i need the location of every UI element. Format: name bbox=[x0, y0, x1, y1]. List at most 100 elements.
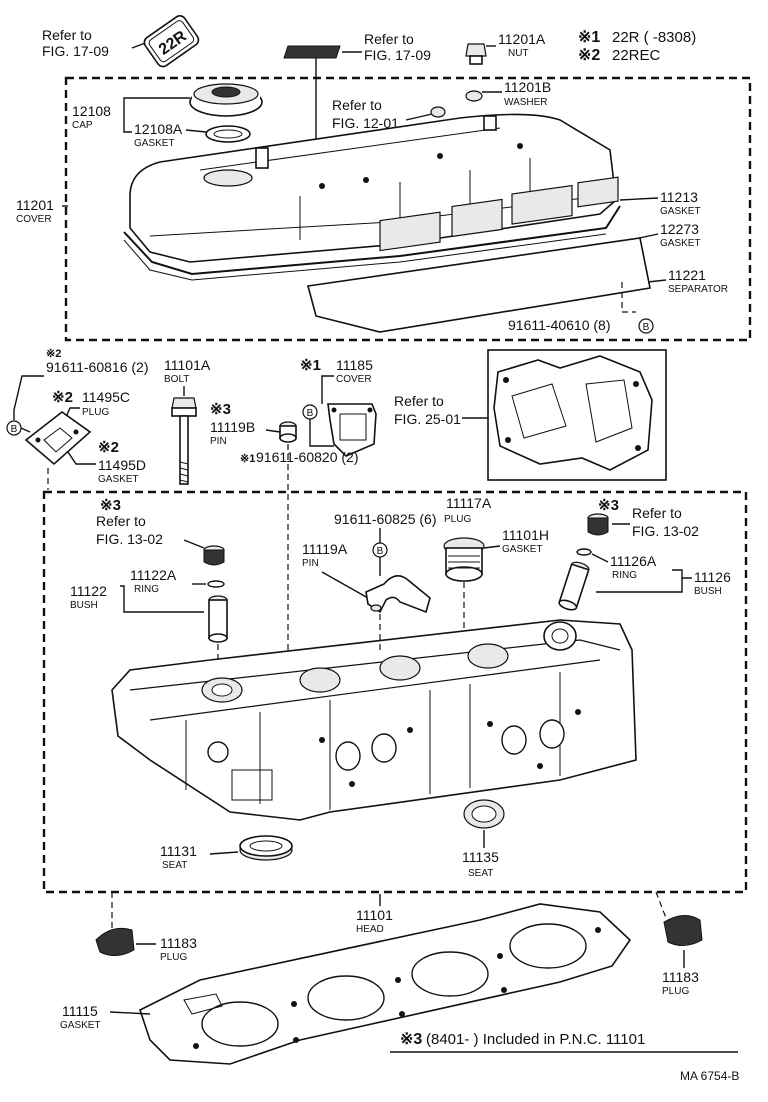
part-11126A-no: 11126A bbox=[610, 553, 657, 569]
emblem-badge: 22R bbox=[143, 15, 200, 68]
ref-13-02-b: Refer to bbox=[632, 505, 682, 521]
part-91611-40610-mark: B bbox=[643, 322, 650, 333]
part-11115-name: GASKET bbox=[60, 1020, 101, 1031]
legend-note1-text: 22R ( -8308) bbox=[612, 29, 696, 46]
part-11221-no: 11221 bbox=[668, 267, 706, 283]
oil-filler-cap bbox=[189, 83, 263, 143]
head-gasket bbox=[139, 903, 632, 1065]
part-11201B-no: 11201B bbox=[504, 79, 551, 95]
ref-25-01-fig: FIG. 25-01 bbox=[394, 411, 461, 427]
cam-bearing-cap bbox=[365, 575, 431, 614]
part-11122A-no: 11122A bbox=[130, 567, 177, 583]
part-11122-name: BUSH bbox=[70, 600, 98, 611]
part-11101A-no: 11101A bbox=[164, 357, 211, 373]
part-11221-name: SEPARATOR bbox=[668, 284, 728, 295]
cover-group-box bbox=[64, 76, 752, 342]
ref-12-01: Refer to bbox=[332, 97, 382, 113]
part-11495D-name: GASKET bbox=[98, 474, 139, 485]
part-11101-no: 11101 bbox=[356, 907, 393, 923]
valve-guide-bush-left bbox=[208, 595, 228, 643]
part-11495D-mark: ※2 bbox=[98, 439, 119, 456]
part-11185-name: COVER bbox=[336, 374, 372, 385]
part-12108-name: CAP bbox=[72, 120, 93, 131]
part-11119B-no: 11119B bbox=[210, 419, 255, 435]
mark-3-a: ※3 bbox=[100, 497, 121, 514]
part-11183L-name: PLUG bbox=[160, 952, 187, 963]
part-11122A-name: RING bbox=[134, 584, 159, 595]
part-12108A-name: GASKET bbox=[134, 138, 175, 149]
part-12108-no: 12108 bbox=[72, 103, 111, 119]
cover-gasket-outline bbox=[123, 205, 621, 276]
part-11117A-name: PLUG bbox=[444, 514, 471, 525]
legend-note3-mark: ※3 bbox=[400, 1031, 422, 1048]
legend-note2-mark: ※2 bbox=[578, 47, 600, 64]
valve-stem-seal-right bbox=[587, 513, 609, 536]
plug-11183-left bbox=[95, 927, 135, 956]
part-91611-40610-no: 91611-40610 (8) bbox=[508, 317, 610, 333]
ref-17-09-b: Refer to bbox=[364, 31, 414, 47]
part-11135-name: SEAT bbox=[468, 868, 493, 879]
part-11495D-no: 11495D bbox=[98, 457, 146, 473]
part-11201-name: COVER bbox=[16, 214, 52, 225]
part-11115-no: 11115 bbox=[62, 1003, 98, 1019]
plug-bolt-mark: B bbox=[377, 546, 384, 557]
nut-icon bbox=[465, 43, 487, 65]
plug-11183-right bbox=[663, 915, 703, 946]
part-11101A-name: BOLT bbox=[164, 374, 189, 385]
cylinder-head bbox=[111, 619, 637, 821]
valve-guide-bush-right bbox=[558, 561, 590, 611]
camshaft-plug bbox=[443, 537, 485, 582]
ring-11126A bbox=[576, 548, 592, 556]
ref-13-02-a-fig: FIG. 13-02 bbox=[96, 531, 163, 547]
part-12273-name: GASKET bbox=[660, 238, 701, 249]
part-11126-name: BUSH bbox=[694, 586, 722, 597]
part-91611-60820-mark: ※1 bbox=[240, 453, 255, 465]
ref-17-09-a-fig: FIG. 17-09 bbox=[42, 43, 109, 59]
part-11201-no: 11201 bbox=[16, 197, 54, 213]
ring-11122A bbox=[207, 580, 225, 588]
grommet-icon bbox=[430, 106, 446, 118]
ref-12-01-fig: FIG. 12-01 bbox=[332, 115, 399, 131]
part-11201A-no: 11201A bbox=[498, 31, 546, 47]
plug-plate-11495C bbox=[24, 411, 92, 466]
bolt-mark-b: B bbox=[11, 424, 18, 435]
part-91611-60816-mark: ※2 bbox=[46, 348, 61, 360]
legend-note1-mark: ※1 bbox=[578, 29, 600, 46]
emblem-plate bbox=[283, 45, 341, 150]
part-11101-name: HEAD bbox=[356, 924, 384, 935]
part-11201B-name: WASHER bbox=[504, 97, 548, 108]
ref-25-01: Refer to bbox=[394, 393, 444, 409]
part-91611-60816-no: 91611-60816 (2) bbox=[46, 359, 148, 375]
head-group-box bbox=[42, 490, 748, 894]
part-11119B-mark: ※3 bbox=[210, 401, 231, 418]
head-bolt bbox=[171, 397, 197, 485]
part-11119A-no: 11119A bbox=[302, 541, 348, 557]
drawing-code: MA 6754-B bbox=[680, 1069, 739, 1083]
ref-13-02-a: Refer to bbox=[96, 513, 146, 529]
part-11185-no: 11185 bbox=[336, 357, 373, 373]
valve-seat-11131 bbox=[239, 835, 293, 861]
part-91611-60825-no: 91611-60825 (6) bbox=[334, 511, 436, 527]
egr-adapter bbox=[493, 355, 653, 471]
part-11183L-no: 11183 bbox=[160, 935, 197, 951]
part-11495C-name: PLUG bbox=[82, 407, 109, 418]
washer-icon bbox=[465, 90, 483, 102]
part-11126-no: 11126 bbox=[694, 569, 731, 585]
cover-bolt-mark: B bbox=[307, 408, 314, 419]
part-11131-no: 11131 bbox=[160, 843, 197, 859]
part-11117A-no: 11117A bbox=[446, 495, 492, 511]
ref-17-09-b-fig: FIG. 17-09 bbox=[364, 47, 431, 63]
part-11183R-no: 11183 bbox=[662, 969, 699, 985]
part-11101H-name: GASKET bbox=[502, 544, 543, 555]
part-11101H-no: 11101H bbox=[502, 527, 549, 543]
oil-separator bbox=[306, 176, 651, 333]
legend-note3-text: (8401- ) Included in P.N.C. 11101 bbox=[426, 1031, 645, 1048]
valve-stem-seal-left bbox=[203, 545, 225, 566]
valve-seat-11135 bbox=[463, 799, 505, 829]
part-11119B-name: PIN bbox=[210, 436, 227, 447]
mark-3-b: ※3 bbox=[598, 497, 619, 514]
part-12108A-no: 12108A bbox=[134, 121, 183, 137]
part-11135-no: 11135 bbox=[462, 849, 499, 865]
part-11213-name: GASKET bbox=[660, 206, 701, 217]
part-11201A-name: NUT bbox=[508, 48, 529, 59]
